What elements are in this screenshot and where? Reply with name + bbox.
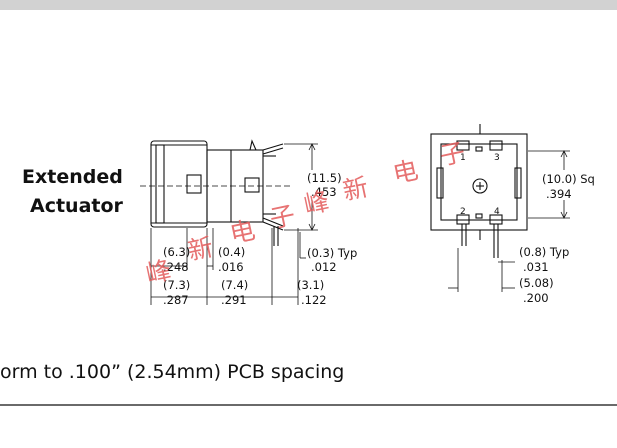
top-body (430, 133, 528, 231)
dim-d2-in: .016 (218, 260, 244, 274)
watermark-char: 子 (267, 200, 297, 234)
dim-d3-in: .287 (163, 293, 189, 307)
dim-pitch-in: .200 (523, 291, 549, 305)
dim-d4-in: .291 (221, 293, 247, 307)
dim-pin-mm: (0.8) Typ (519, 245, 569, 259)
dim-d2-mm: (0.4) (218, 245, 245, 259)
watermark-char: 子 (437, 137, 467, 171)
dim-d1-in: .248 (163, 260, 189, 274)
dim-thk-in: .012 (311, 260, 337, 274)
pin-label-1: 1 (460, 153, 466, 163)
watermark-char: 电 (227, 215, 257, 249)
label-extended: Extended (22, 166, 123, 188)
dim-thk-mm: (0.3) Typ (307, 246, 357, 260)
dim-height-mm: (11.5) (307, 171, 342, 185)
dim-d3-mm: (7.3) (163, 278, 190, 292)
pin-label-3: 3 (494, 153, 500, 163)
dim-size-in: .394 (546, 187, 572, 201)
dim-d1-mm: (6.3) (163, 245, 190, 259)
watermark-char: 峰 (143, 255, 173, 289)
watermark-char: 峰 (301, 186, 331, 220)
label-actuator: Actuator (30, 195, 124, 217)
dim-d5-in: .122 (301, 293, 327, 307)
dim-d4-mm: (7.4) (221, 278, 248, 292)
pin-label-4: 4 (494, 207, 500, 217)
dim-height-in: .453 (311, 185, 337, 199)
dim-pitch-mm: (5.08) (519, 276, 554, 290)
pin-label-2: 2 (460, 207, 466, 217)
actuator-cap (150, 140, 208, 228)
caption-text: orm to .100” (2.54mm) PCB spacing (0, 361, 344, 383)
watermark-char: 新 (185, 232, 215, 266)
dim-d5-mm: (3.1) (297, 278, 324, 292)
watermark-char: 新 (340, 172, 370, 206)
top-gray-bar (0, 0, 617, 10)
dim-pin-in: .031 (523, 260, 549, 274)
dim-size-mm: (10.0) Sq (542, 172, 595, 186)
watermark-char: 电 (390, 155, 420, 189)
